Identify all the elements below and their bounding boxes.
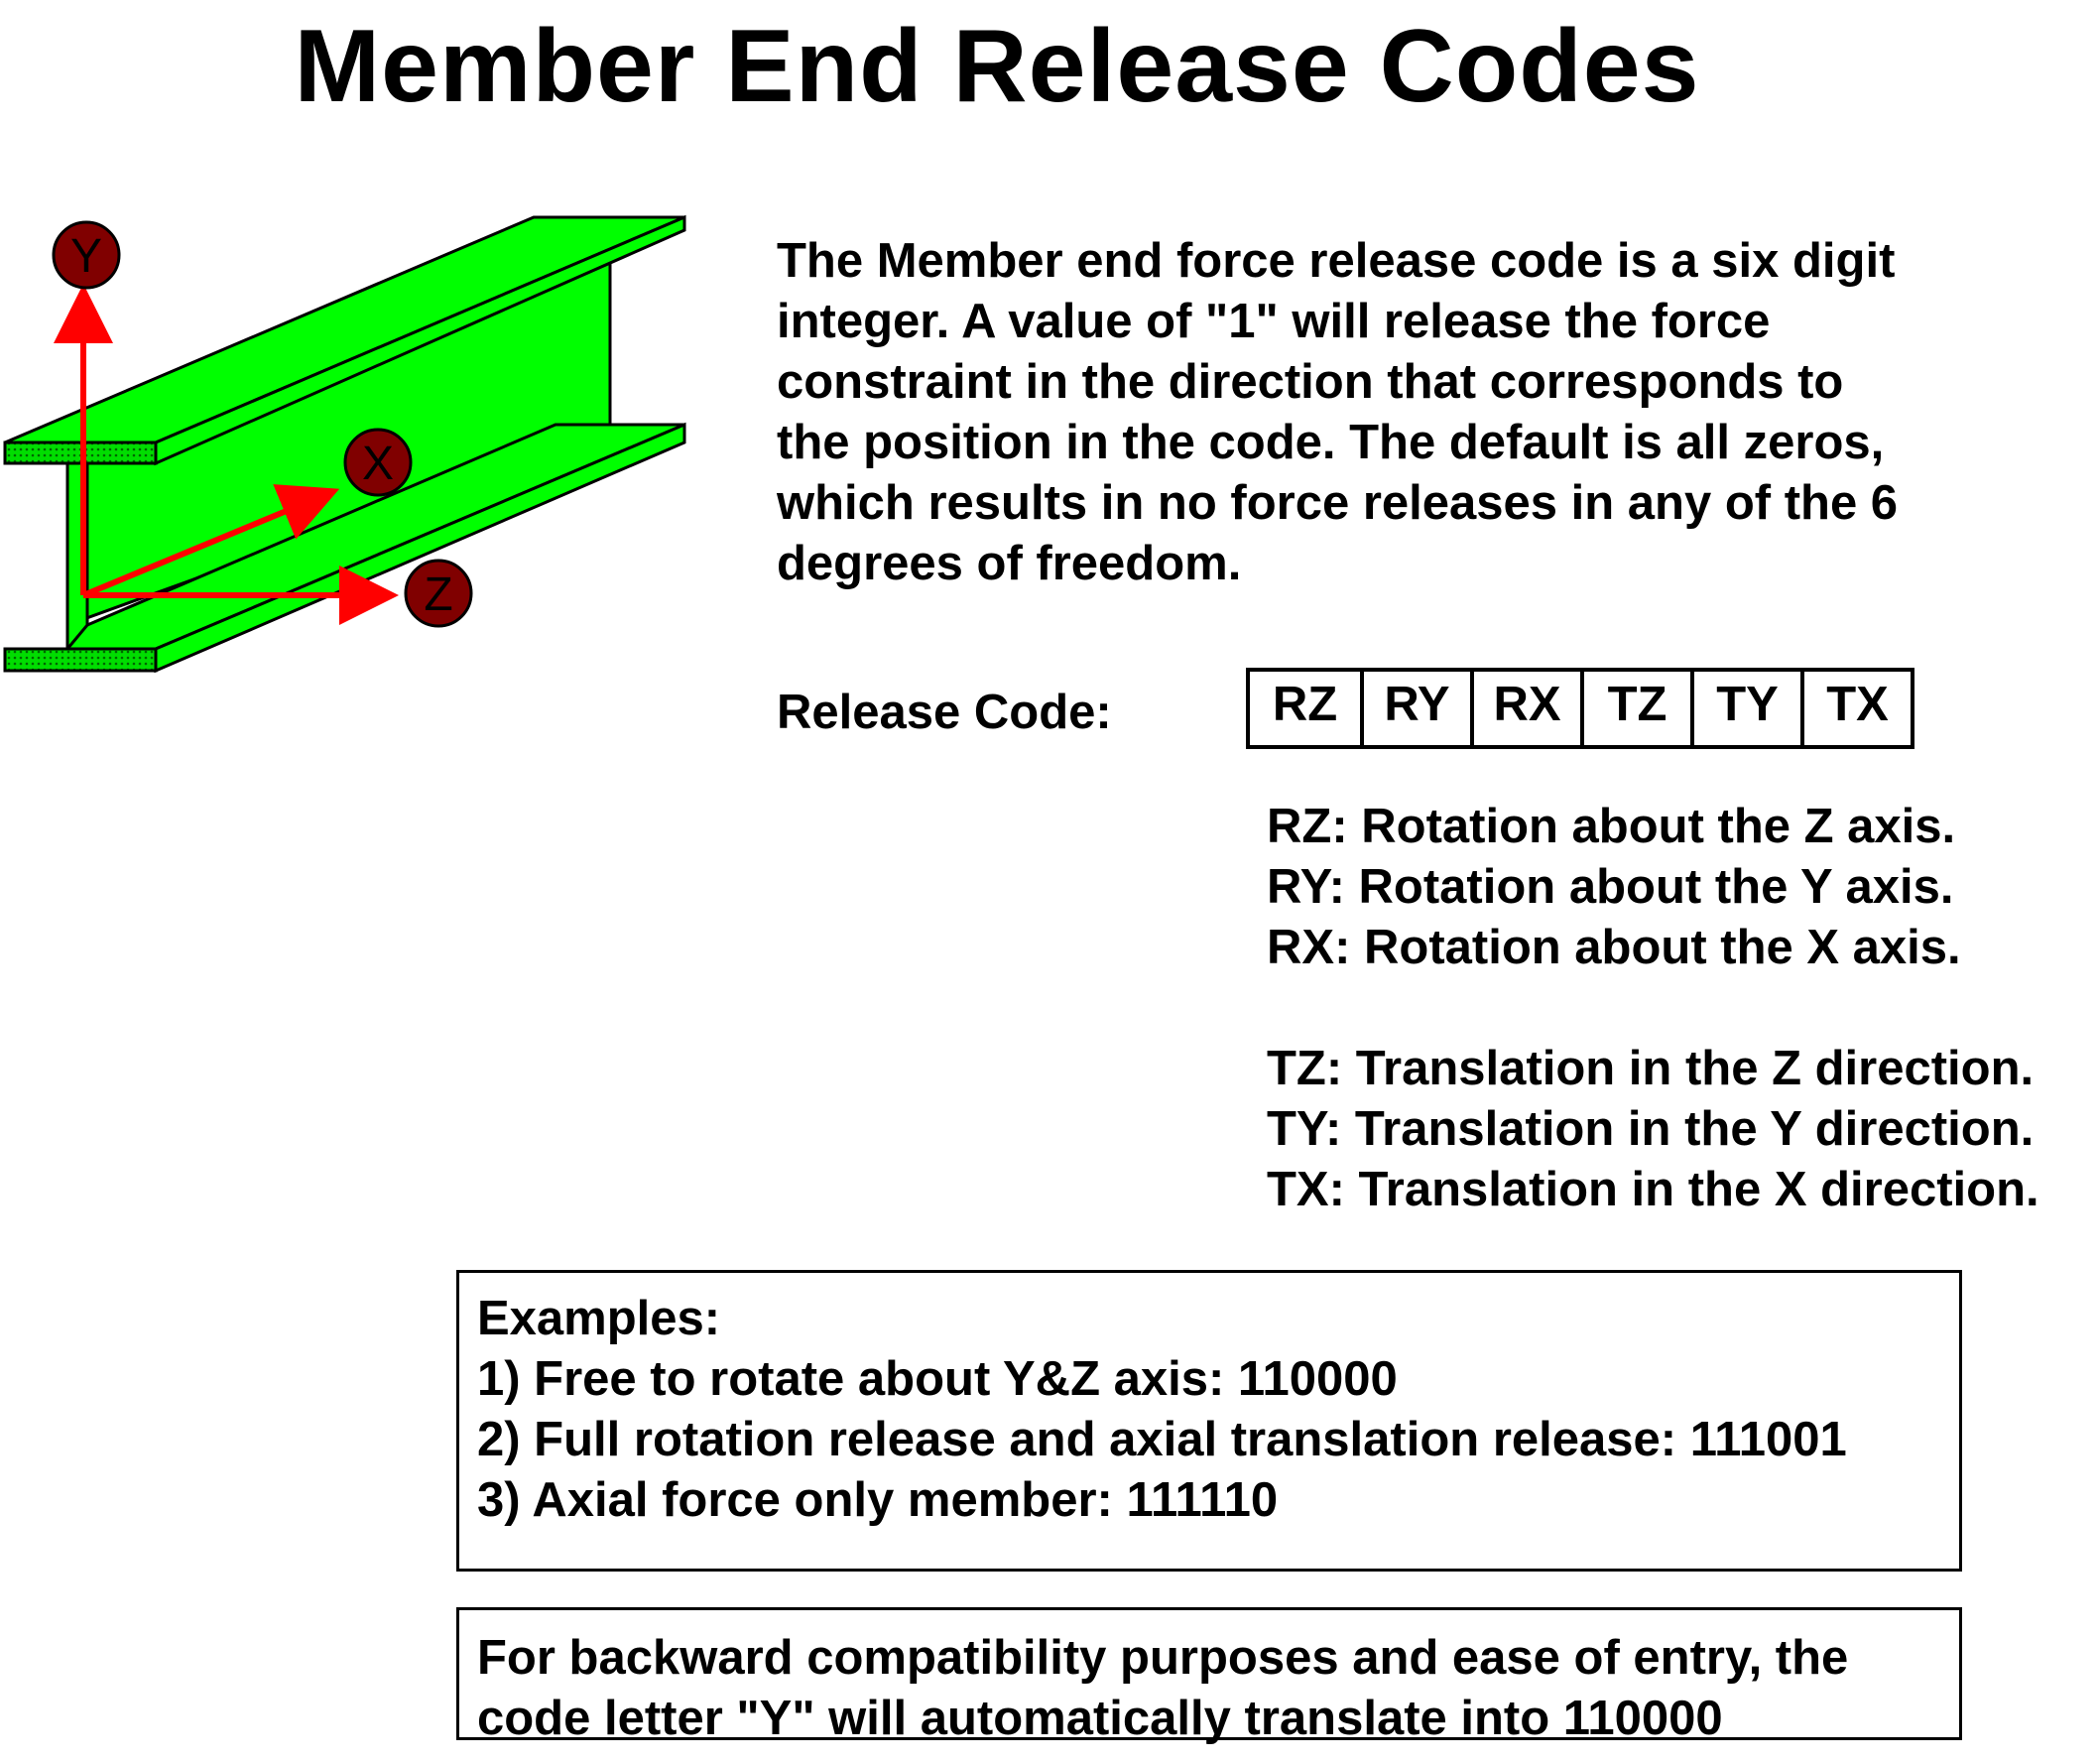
legend-translation-x: TX: Translation in the X direction. bbox=[1267, 1163, 2039, 1216]
y-axis-marker: Y bbox=[52, 220, 121, 290]
release-code-legend: RZ: Rotation about the Z axis. RY: Rotat… bbox=[1267, 797, 2039, 1220]
legend-translation-z: TZ: Translation in the Z direction. bbox=[1267, 1042, 2035, 1095]
compatibility-line: For backward compatibility purposes and … bbox=[477, 1631, 1849, 1685]
legend-rotation-z: RZ: Rotation about the Z axis. bbox=[1267, 800, 1956, 853]
compatibility-note-box: For backward compatibility purposes and … bbox=[456, 1607, 1962, 1745]
z-axis-label: Z bbox=[424, 568, 452, 621]
example-item: 2) Full rotation release and axial trans… bbox=[477, 1413, 1847, 1466]
page-title: Member End Release Codes bbox=[294, 9, 1700, 124]
description-line: the position in the code. The default is… bbox=[777, 416, 1885, 469]
description-line: integer. A value of "1" will release the… bbox=[777, 295, 1771, 348]
x-axis-arrow bbox=[81, 484, 340, 598]
description-line: degrees of freedom. bbox=[777, 537, 1242, 590]
release-code-cell-tz: TZ bbox=[1580, 672, 1690, 745]
beam-bottom-flange-end bbox=[3, 647, 158, 673]
x-axis-label: X bbox=[362, 438, 394, 490]
example-item: 3) Axial force only member: 111110 bbox=[477, 1473, 1279, 1527]
description-paragraph: The Member end force release code is a s… bbox=[777, 231, 1997, 594]
example-item: 1) Free to rotate about Y&Z axis: 110000 bbox=[477, 1352, 1398, 1406]
description-line: which results in no force releases in an… bbox=[777, 476, 1899, 530]
x-axis-marker: X bbox=[343, 428, 413, 497]
z-axis-marker: Z bbox=[404, 559, 473, 628]
examples-heading: Examples: bbox=[477, 1292, 721, 1345]
y-axis-label: Y bbox=[70, 230, 102, 283]
compatibility-line: code letter "Y" will automatically trans… bbox=[477, 1692, 1723, 1745]
release-code-label: Release Code: bbox=[777, 686, 1112, 739]
release-code-cell-rz: RZ bbox=[1272, 678, 1338, 731]
release-code-cell-rx: RX bbox=[1470, 672, 1580, 745]
release-code-cell-tx: TX bbox=[1800, 672, 1911, 745]
examples-box: Examples: 1) Free to rotate about Y&Z ax… bbox=[456, 1270, 1962, 1572]
i-beam-diagram: Y X Z bbox=[3, 214, 686, 674]
description-line: constraint in the direction that corresp… bbox=[777, 355, 1844, 409]
release-code-cell-ty: TY bbox=[1690, 672, 1800, 745]
legend-spacer bbox=[1267, 978, 2039, 1039]
description-line: The Member end force release code is a s… bbox=[777, 234, 1896, 288]
legend-rotation-y: RY: Rotation about the Y axis. bbox=[1267, 860, 1954, 914]
legend-rotation-x: RX: Rotation about the X axis. bbox=[1267, 921, 1961, 974]
release-code-cell-ry: RY bbox=[1360, 672, 1470, 745]
legend-translation-y: TY: Translation in the Y direction. bbox=[1267, 1102, 2035, 1156]
release-code-table: RZ RY RX TZ TY TX bbox=[1246, 668, 1914, 749]
